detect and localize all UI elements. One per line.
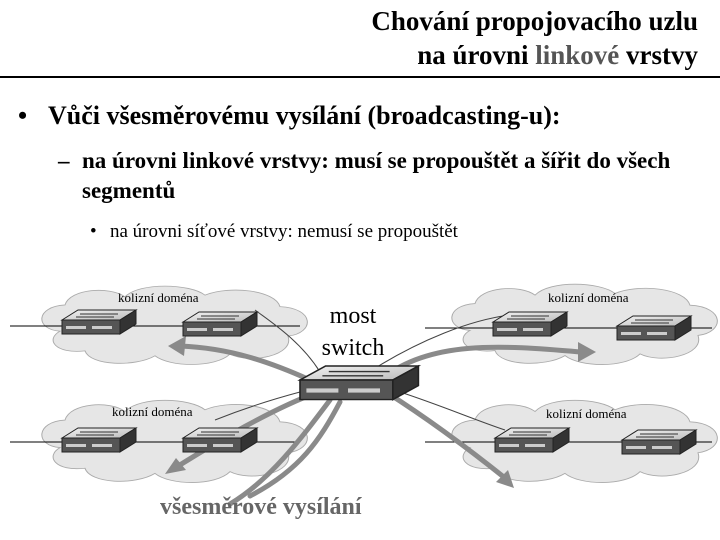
- domain-label-top-left: kolizní doména: [118, 290, 199, 305]
- domain-label-bottom-right: kolizní doména: [546, 406, 627, 421]
- switch-icon-8: [621, 429, 697, 455]
- title-line-2: na úrovni linkové vrstvy: [371, 38, 698, 72]
- title-highlight: linkové: [535, 40, 620, 70]
- switch-icon-4: [616, 315, 692, 341]
- broadcast-label: všesměrové vysílání: [160, 494, 362, 520]
- title-line-2-prefix: na úrovni: [417, 40, 536, 70]
- bullet-dot-icon: •: [18, 101, 28, 130]
- switch-icon-6: [182, 427, 258, 453]
- arrow-heads: [165, 336, 596, 488]
- bullet-level-1-text: Vůči všesměrovému vysílání (broadcasting…: [48, 101, 561, 130]
- central-switch-icon: [299, 365, 420, 401]
- switch-icon-3: [492, 311, 568, 337]
- title-divider: [0, 76, 720, 78]
- switch-icon-1: [61, 309, 137, 335]
- center-label-line-1: most: [329, 303, 377, 329]
- bullet-dot-small-icon: •: [90, 221, 97, 242]
- arrow-outlines: [214, 309, 511, 431]
- title-line-2-suffix: vrstvy: [619, 40, 698, 70]
- bullet-level-2-text: na úrovni linkové vrstvy: musí se propou…: [82, 148, 671, 203]
- title-line-1: Chování propojovacího uzlu: [371, 6, 698, 36]
- bullet-level-3: • na úrovni síťové vrstvy: nemusí se prop…: [90, 220, 458, 244]
- bullet-level-3-text: na úrovni síťové vrstvy: nemusí se propo…: [110, 221, 458, 242]
- center-label: most switch: [303, 300, 403, 364]
- bullet-dash-icon: –: [58, 148, 70, 173]
- domain-label-bottom-left: kolizní doména: [112, 404, 193, 419]
- bullet-level-1: • Vůči všesměrovému vysílání (broadcastin…: [18, 100, 561, 132]
- center-label-line-2: switch: [321, 335, 385, 361]
- switch-icon-7: [494, 427, 570, 453]
- domain-label-top-right: kolizní doména: [548, 290, 629, 305]
- slide-title: Chování propojovacího uzlu na úrovni lin…: [371, 4, 698, 72]
- switch-icon-5: [61, 427, 137, 453]
- switch-icon-2: [182, 311, 258, 337]
